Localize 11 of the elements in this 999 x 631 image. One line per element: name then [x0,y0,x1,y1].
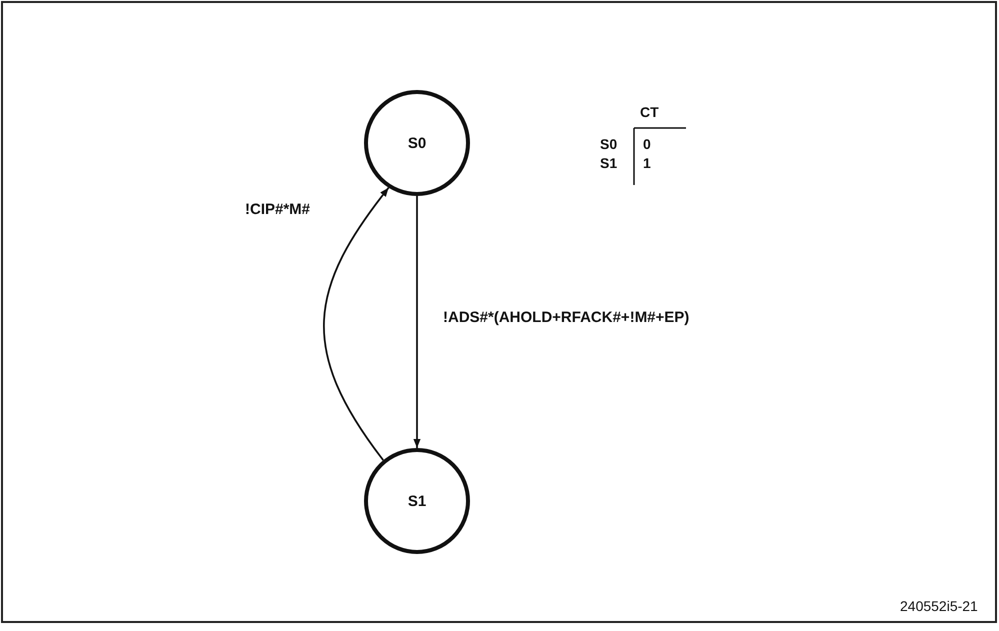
state-label: S0 [408,134,426,152]
row-header: S1 [600,155,618,171]
table-value: 1 [643,155,651,171]
transition-arrow [323,187,390,461]
state-label: S1 [408,492,426,510]
transition-arrow [413,196,421,448]
edge-label: !ADS#*(AHOLD+RFACK#+!M#+EP) [441,309,692,326]
table-header: CT [640,104,659,120]
figure-number: 240552i5-21 [900,598,978,614]
table-value: 0 [643,136,651,152]
row-header: S0 [600,136,618,152]
